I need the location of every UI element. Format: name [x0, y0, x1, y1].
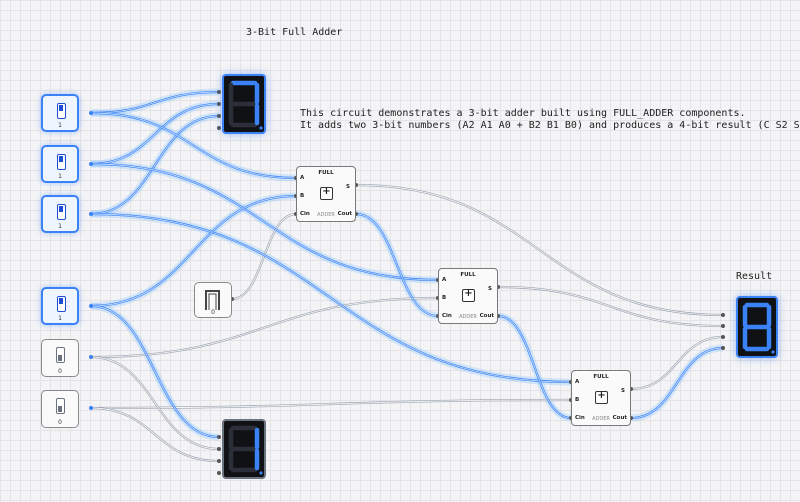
- wire-highlight: [90, 297, 439, 358]
- decimal-point: [771, 350, 775, 354]
- wire-highlight: [90, 407, 220, 462]
- wire-highlight: [90, 115, 220, 215]
- pin-s-label: S: [346, 184, 350, 190]
- switch-b0[interactable]: 1: [41, 287, 79, 325]
- wire-highlight: [90, 195, 297, 307]
- pin-cin-label: Cin: [575, 415, 585, 421]
- decimal-point: [259, 126, 263, 130]
- port-dot[interactable]: [721, 324, 725, 328]
- description-line-2: It adds two 3-bit numbers (A2 A1 A0 + B2…: [300, 120, 800, 131]
- adder-title: FULL: [318, 170, 334, 176]
- wire-highlight: [355, 184, 724, 316]
- pin-b-label: B: [300, 193, 305, 199]
- port-dot[interactable]: [721, 346, 725, 350]
- full-adder-2[interactable]: FULL A B Cin S Cout ADDER: [571, 370, 631, 426]
- port-dot[interactable]: [217, 471, 221, 475]
- port-dot[interactable]: [721, 313, 725, 317]
- port-dot[interactable]: [217, 459, 221, 463]
- full-adder-1[interactable]: FULL A B Cin S Cout ADDER: [438, 268, 498, 324]
- port-dot[interactable]: [217, 102, 221, 106]
- port-dot[interactable]: [217, 447, 221, 451]
- adder-title: FULL: [460, 272, 476, 278]
- wire-highlight: [355, 213, 439, 317]
- pin-cout-label: Cout: [612, 415, 627, 421]
- switch-b1[interactable]: 0: [41, 339, 79, 377]
- adder-subtitle: ADDER: [459, 314, 477, 320]
- port-dot[interactable]: [89, 111, 93, 115]
- switch-a0[interactable]: 1: [41, 94, 79, 132]
- port-dot[interactable]: [89, 162, 93, 166]
- adder-subtitle: ADDER: [317, 212, 335, 218]
- switch-value: 1: [58, 173, 62, 180]
- wire-highlight: [630, 347, 724, 419]
- adder-chip-icon: [595, 390, 608, 404]
- seven-segment-digit-result: [742, 302, 775, 354]
- pin-cout-label: Cout: [337, 211, 352, 217]
- wire-highlight: [90, 91, 220, 114]
- pin-a-label: A: [575, 379, 580, 385]
- clock-pulse-icon: [205, 290, 220, 310]
- pin-cout-label: Cout: [479, 313, 494, 319]
- switch-value: 0: [58, 368, 62, 375]
- switch-value: 1: [58, 223, 62, 230]
- port-dot[interactable]: [217, 435, 221, 439]
- toggle-switch-icon: [57, 296, 66, 312]
- wire-highlight: [90, 399, 572, 409]
- switch-a2[interactable]: 1: [41, 195, 79, 233]
- seven-segment-digit-b: [228, 425, 263, 475]
- wire-highlight: [231, 213, 297, 300]
- switch-value: 1: [58, 122, 62, 129]
- pin-a-label: A: [442, 277, 447, 283]
- wire-highlight: [497, 286, 724, 327]
- port-dot[interactable]: [89, 406, 93, 410]
- full-adder-0[interactable]: FULL A B Cin S Cout ADDER: [296, 166, 356, 222]
- wire-highlight: [90, 305, 220, 438]
- seven-segment-display-a: [222, 74, 266, 134]
- port-dot[interactable]: [89, 212, 93, 216]
- clock-value: 0: [211, 309, 215, 316]
- port-dot[interactable]: [721, 335, 725, 339]
- toggle-switch-icon: [56, 347, 65, 363]
- wire-highlight: [90, 163, 439, 281]
- wire-highlight: [90, 103, 220, 165]
- toggle-switch-icon: [57, 103, 66, 119]
- toggle-switch-icon: [56, 398, 65, 414]
- port-dot[interactable]: [217, 90, 221, 94]
- pin-cin-label: Cin: [300, 211, 310, 217]
- toggle-switch-icon: [57, 154, 66, 170]
- pin-b-label: B: [575, 397, 580, 403]
- wire-highlight: [90, 356, 220, 450]
- pin-cin-label: Cin: [442, 313, 452, 319]
- wire-highlight: [630, 336, 724, 390]
- port-dot[interactable]: [217, 126, 221, 130]
- seven-segment-display-result: [736, 296, 778, 358]
- description-line-1: This circuit demonstrates a 3-bit adder …: [300, 108, 746, 119]
- wire-highlight: [90, 213, 572, 383]
- result-label: Result: [736, 271, 773, 282]
- pin-s-label: S: [621, 388, 625, 394]
- port-dot[interactable]: [217, 114, 221, 118]
- port-dot[interactable]: [89, 355, 93, 359]
- port-dot[interactable]: [89, 304, 93, 308]
- adder-title: FULL: [593, 374, 609, 380]
- circuit-title: 3-Bit Full Adder: [246, 27, 343, 38]
- wire-highlight: [497, 315, 572, 419]
- adder-subtitle: ADDER: [592, 416, 610, 422]
- pin-s-label: S: [488, 286, 492, 292]
- clock-input[interactable]: 0: [194, 282, 232, 318]
- pin-a-label: A: [300, 175, 305, 181]
- switch-value: 1: [58, 315, 62, 322]
- seven-segment-display-b: [222, 419, 266, 479]
- adder-chip-icon: [462, 288, 475, 302]
- adder-chip-icon: [320, 186, 333, 200]
- wire-highlight: [90, 112, 297, 179]
- seven-segment-digit-a: [228, 80, 263, 130]
- toggle-switch-icon: [57, 204, 66, 220]
- switch-a1[interactable]: 1: [41, 145, 79, 183]
- pin-b-label: B: [442, 295, 447, 301]
- switch-b2[interactable]: 0: [41, 390, 79, 428]
- decimal-point: [259, 471, 263, 475]
- switch-value: 0: [58, 419, 62, 426]
